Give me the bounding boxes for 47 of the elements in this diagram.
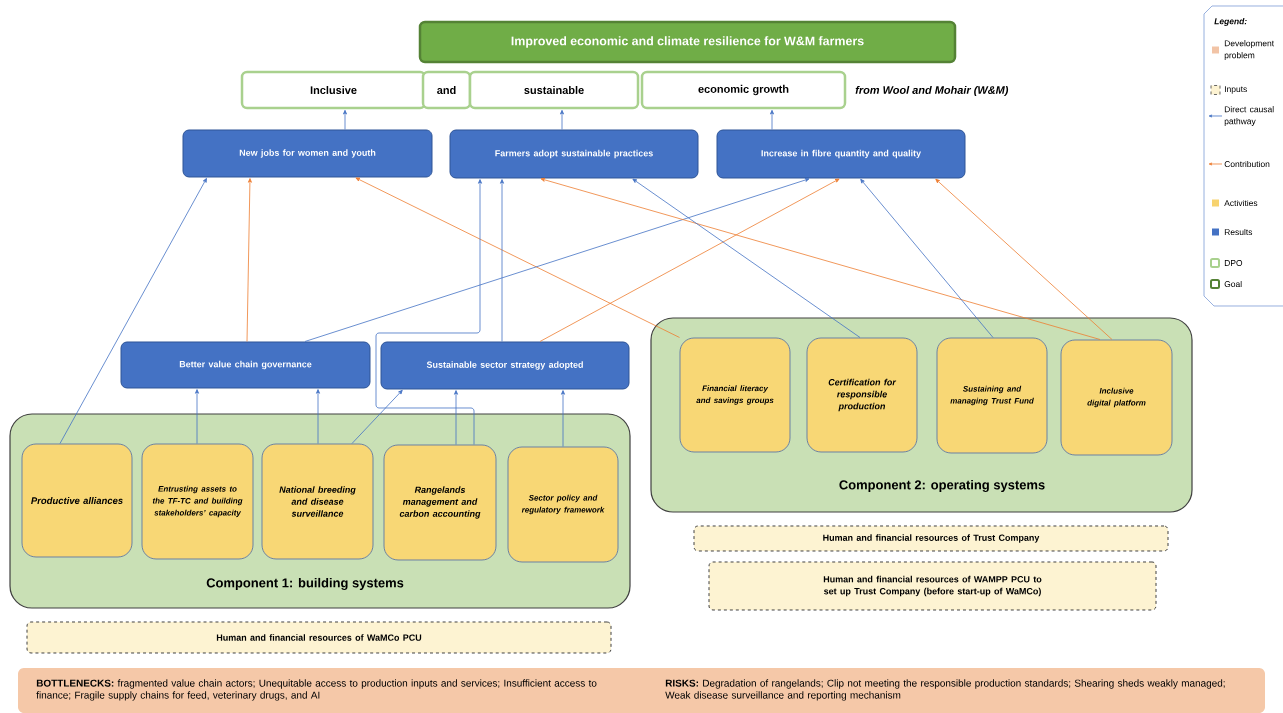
outcome-box: Inclusive [240,70,427,110]
arrow [500,179,504,342]
arrow [351,389,403,444]
arrow [246,178,252,342]
arrow [316,389,320,444]
arrow [454,390,458,445]
outcome-box: and [421,70,472,110]
legend-label: Development problem [1224,40,1275,60]
goal-box: Improved economic and climate resilience for W&M farmers [418,20,957,64]
arrow [560,109,564,130]
result-box: Farmers adopt sustainable practices [449,129,699,179]
activity-box: Rangelands management and carbon accounting [383,444,497,561]
input-box: Human and financial resources of WAMPP PCU to set up Trust Company (before start-up of WaMCo) [708,561,1157,611]
result-box: New jobs for women and youth [182,129,433,178]
arrow [195,389,199,444]
outcome-box: sustainable [468,70,640,110]
arrow [860,178,994,338]
legend-label: Activities [1224,199,1258,207]
legend-label: Contribution [1224,160,1270,168]
legend-label: Direct causal pathway [1224,106,1274,126]
input-box: Human and financial resources of WaMCo PCU [26,621,612,654]
arrow [540,177,1101,340]
legend-label: DPO [1224,260,1243,266]
arrow [935,178,1113,340]
arrow [770,109,774,130]
legend-label: Goal [1224,280,1242,288]
result-box: Sustainable sector strategy adopted [380,341,630,390]
caption-text: from Wool and Mohair (W&M) [855,85,1009,97]
arrow [59,178,207,444]
arrow [355,177,680,338]
result-box: Increase in fibre quantity and quality [716,129,966,179]
arrow [343,109,347,130]
result-box: Better value chain governance [120,341,371,389]
arrow [561,390,565,447]
legend-label: Inputs [1225,86,1247,94]
legend-label: Results [1224,228,1253,236]
activity-box: Certification for responsible production [806,337,918,453]
outcome-box: economic growth [640,70,847,110]
input-box: Human and financial resources of Trust Company [693,525,1169,552]
arrow [375,179,482,445]
info-band: BOTTLENECKS: fragmented value chain actors; Unequitable access to production inputs and services; Insufficient access to finance; Fragile supply chains for feed, veterinary drugs, and AI RISKS: Degradation of rangelands; Clip not meeting the responsible production standards; Shearing sheds weakly managed; Weak disease surveillance and reporting mechanism [18,668,1265,713]
activity-box: National breeding and disease surveillance [261,443,374,560]
arrow [304,178,810,342]
arrow [539,178,840,342]
activity-box: Productive alliances [21,443,133,558]
arrow [632,178,861,338]
legend-title: Legend: [1214,18,1247,26]
